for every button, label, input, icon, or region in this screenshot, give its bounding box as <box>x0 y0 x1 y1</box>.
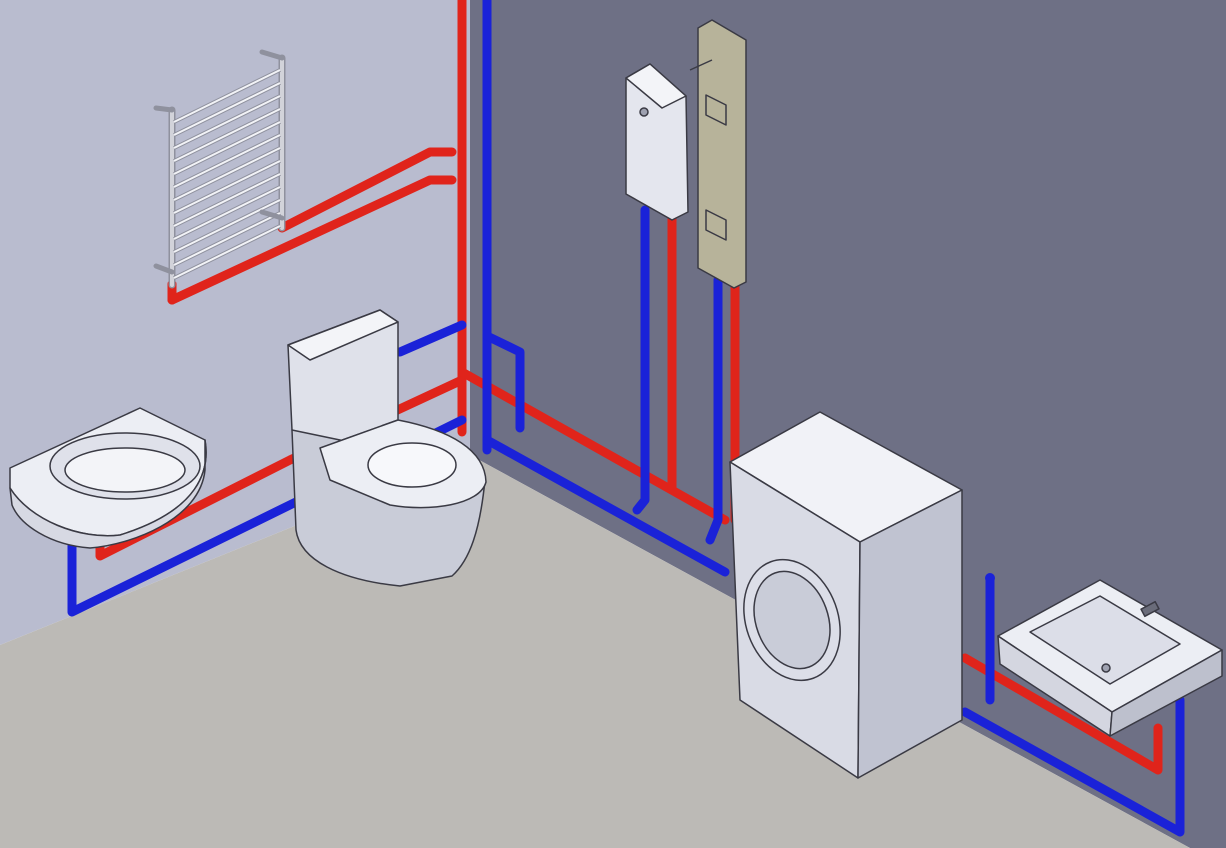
shower-panel <box>689 19 747 289</box>
toilet <box>287 309 487 587</box>
washbasin-left <box>9 407 207 549</box>
washbasin-right <box>997 579 1223 737</box>
washing-machine <box>729 411 963 779</box>
towel-rail <box>153 49 286 289</box>
pipe-cap <box>985 573 995 583</box>
water-heater <box>625 63 689 221</box>
